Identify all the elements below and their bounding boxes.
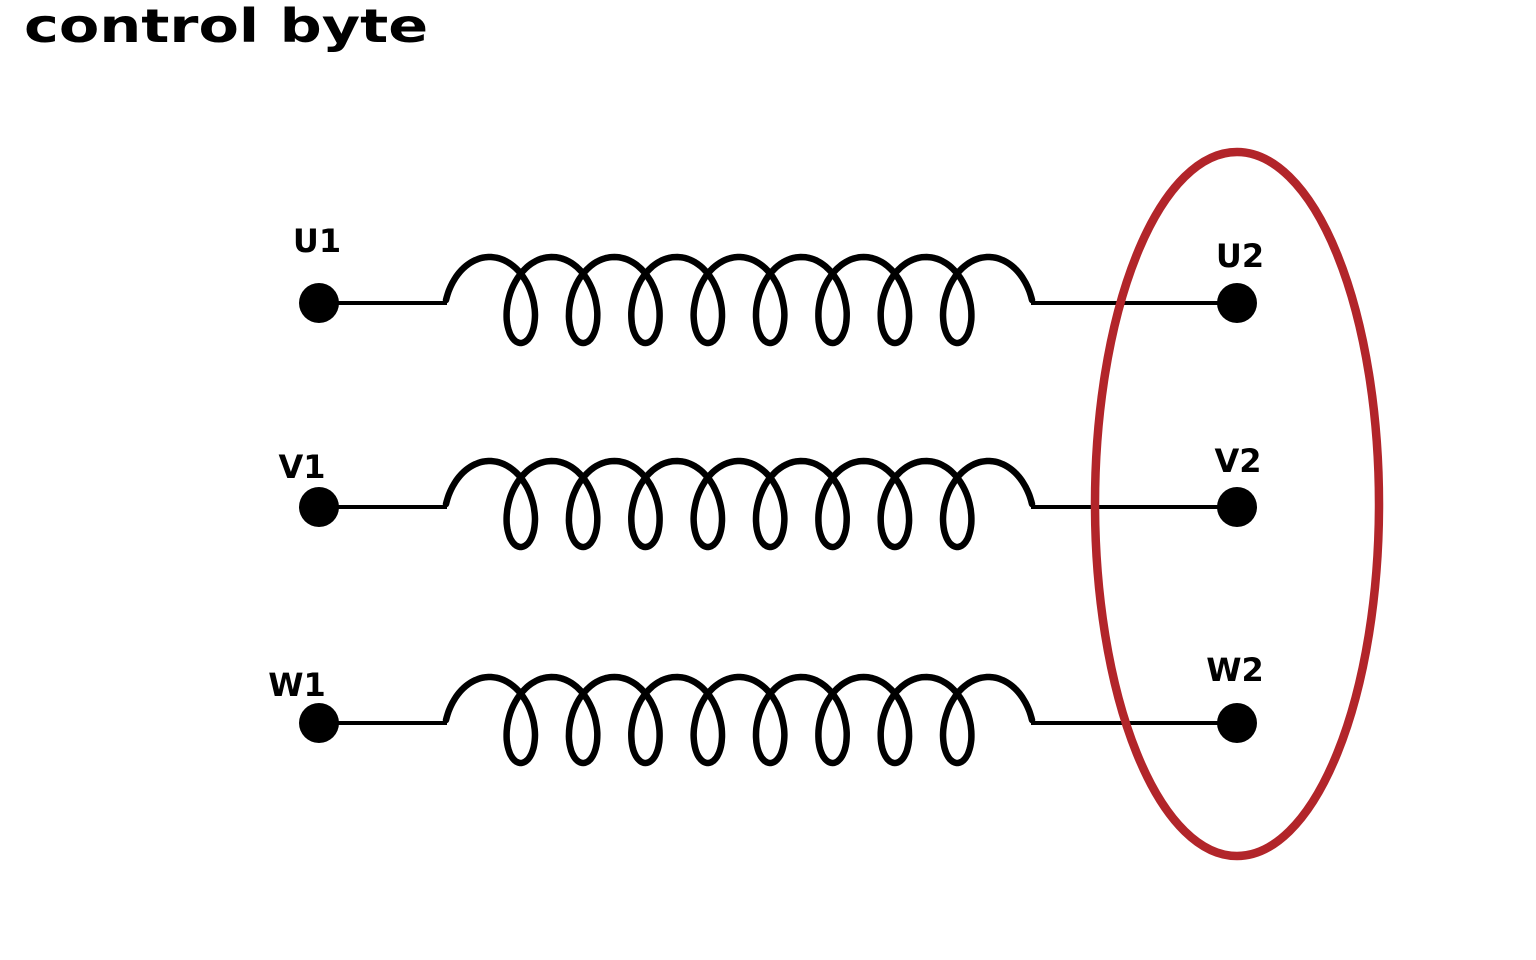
terminal-v1 bbox=[299, 487, 339, 527]
coil-u bbox=[442, 253, 1036, 347]
terminal-label-w2: W2 bbox=[1206, 651, 1264, 689]
terminal-label-u2: U2 bbox=[1216, 237, 1264, 275]
terminal-label-u1: U1 bbox=[293, 222, 341, 260]
star-point-highlight-ellipse bbox=[1090, 147, 1384, 861]
terminal-label-v1: V1 bbox=[278, 448, 325, 486]
terminal-label-v2: V2 bbox=[1214, 442, 1261, 480]
coil-v bbox=[442, 457, 1036, 551]
winding-u: U1 U2 bbox=[293, 222, 1264, 347]
coil-w bbox=[442, 673, 1036, 767]
control-byte-logo: control byte bbox=[24, 0, 429, 53]
terminal-w1 bbox=[299, 703, 339, 743]
terminal-v2 bbox=[1217, 487, 1257, 527]
winding-w: W1 W2 bbox=[268, 651, 1264, 767]
terminal-u1 bbox=[299, 283, 339, 323]
terminal-w2 bbox=[1217, 703, 1257, 743]
terminal-label-w1: W1 bbox=[268, 666, 326, 704]
winding-v: V1 V2 bbox=[278, 442, 1262, 551]
terminal-u2 bbox=[1217, 283, 1257, 323]
